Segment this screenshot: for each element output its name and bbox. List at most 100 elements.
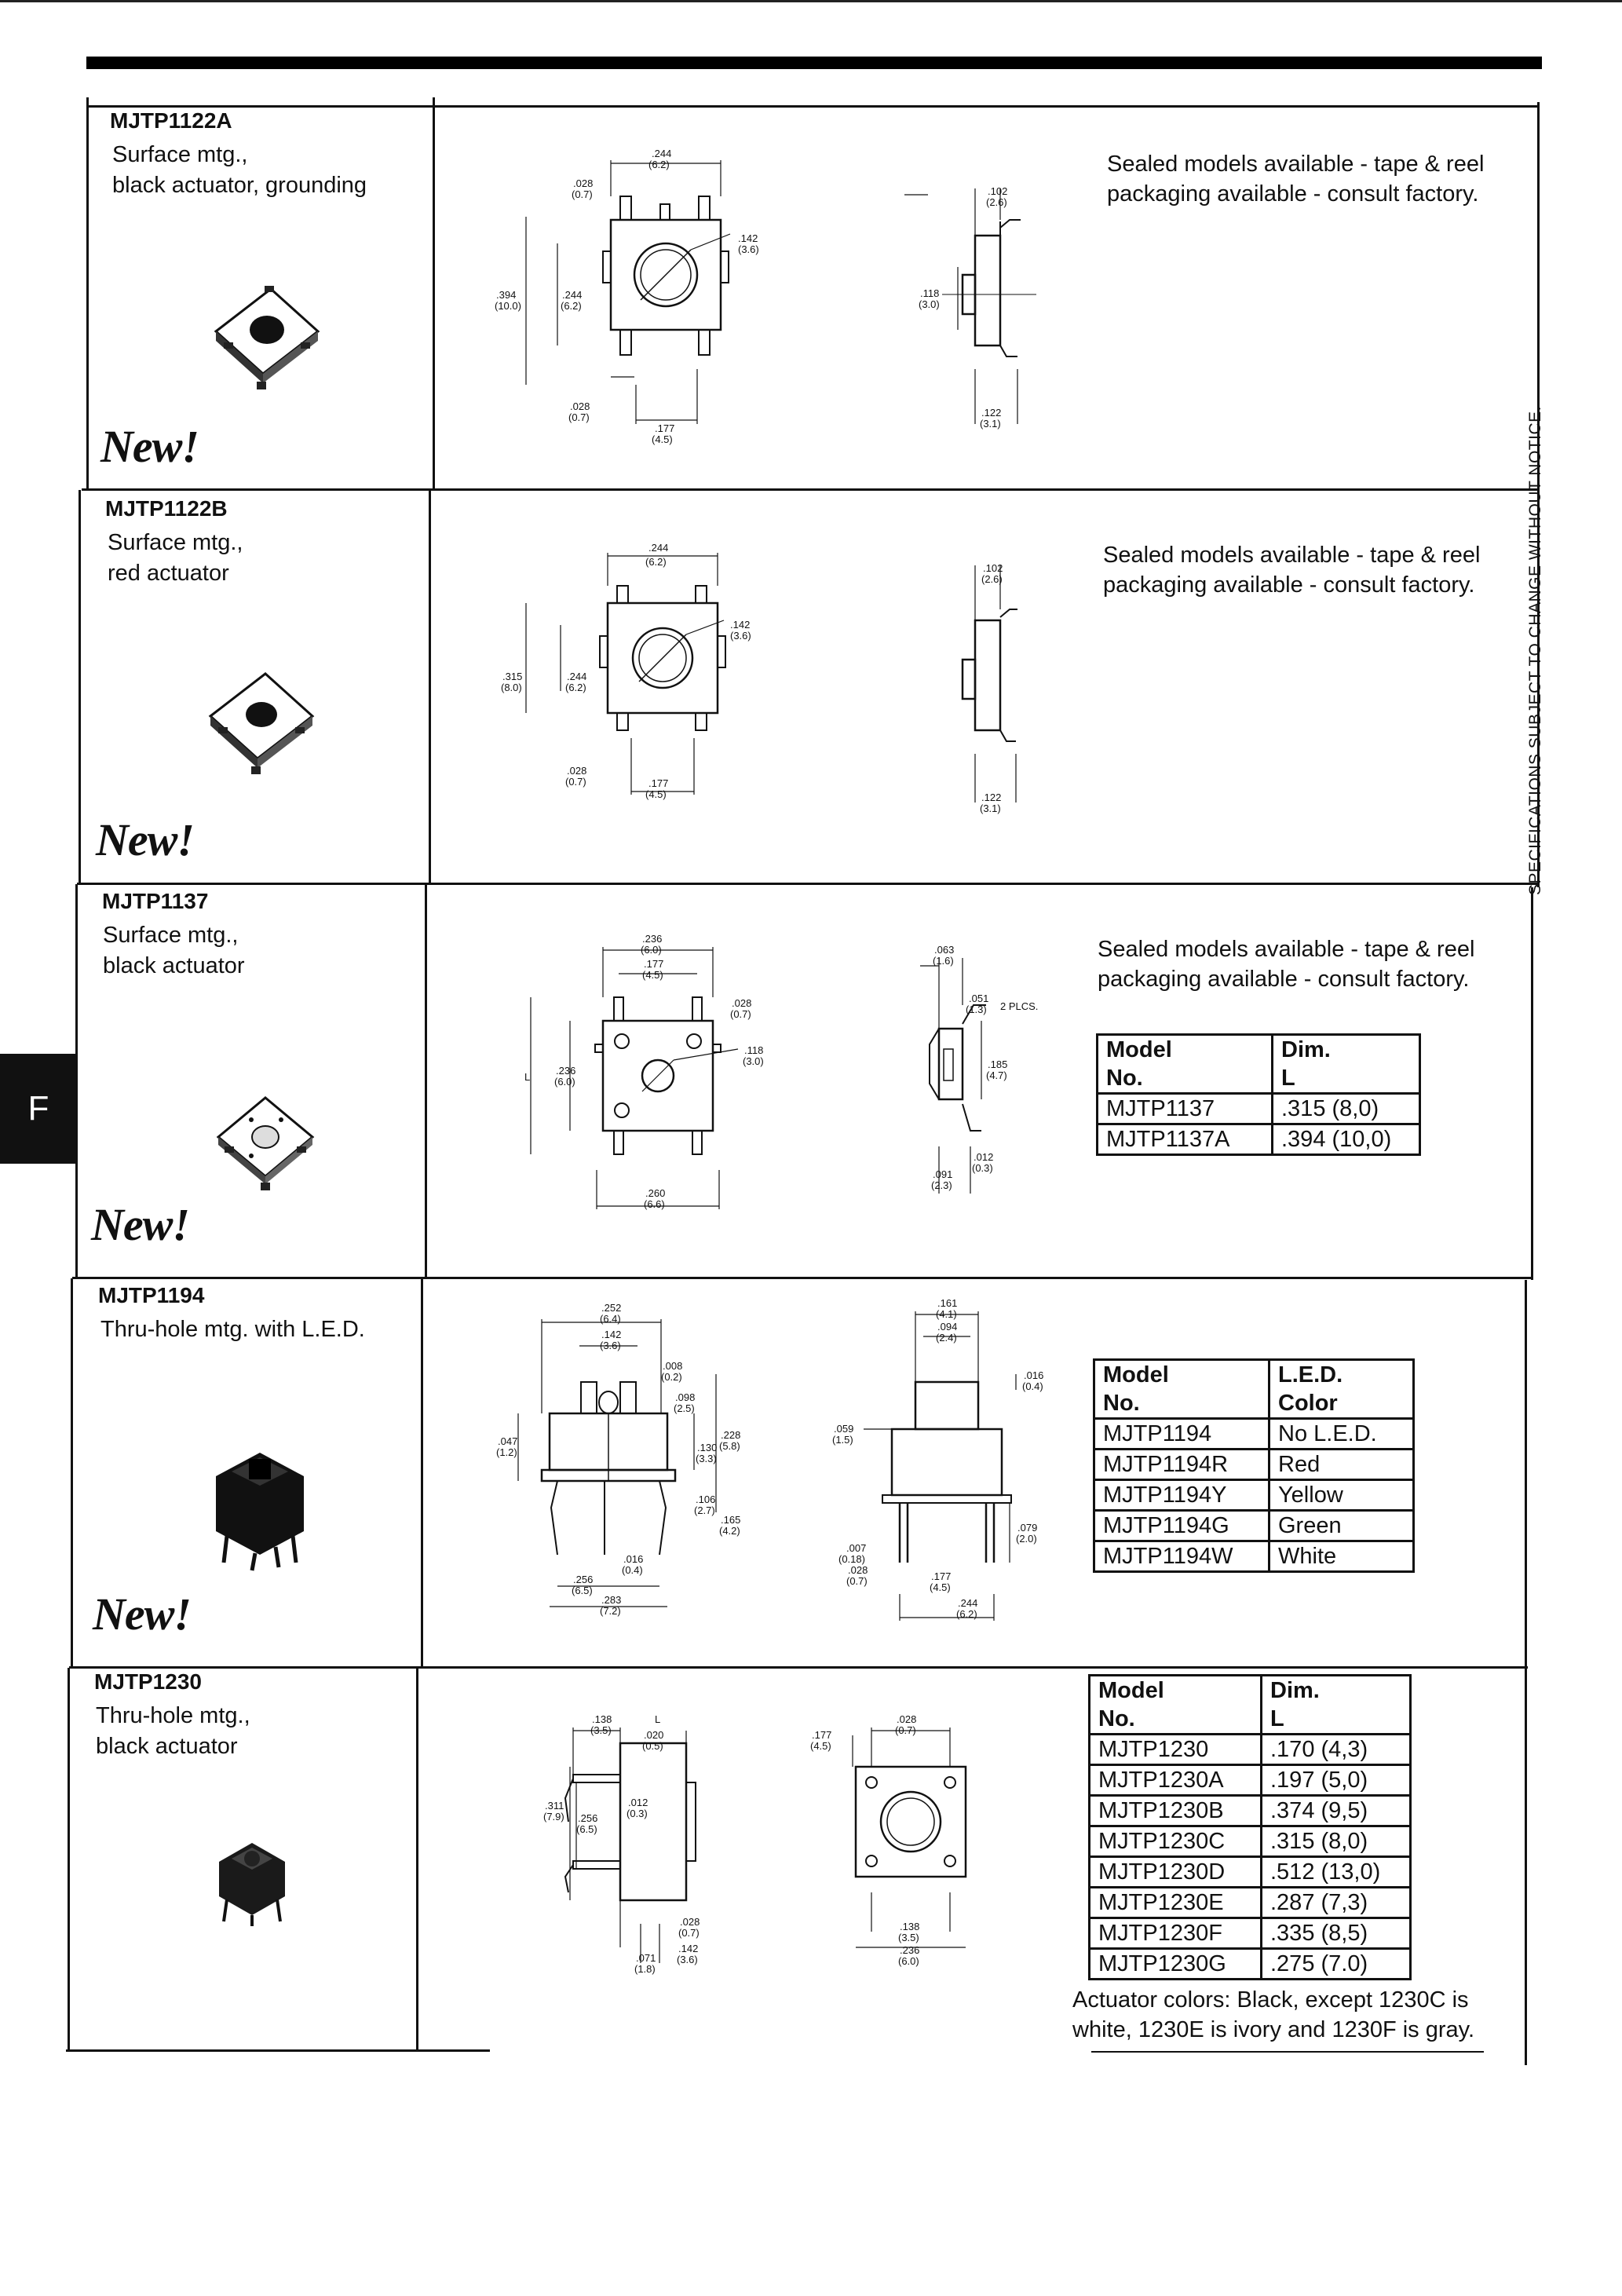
dim-label: .102: [983, 562, 1003, 574]
dim-label: (6.0): [898, 1955, 919, 1967]
dim-label: .161: [937, 1297, 957, 1309]
table-cell: .394 (10,0): [1271, 1123, 1421, 1156]
table-cell: MJTP1194Y: [1093, 1479, 1270, 1512]
new-badge: New!: [93, 1589, 192, 1640]
description-line: Thru-hole mtg. with L.E.D.: [100, 1317, 365, 1342]
description-line: Surface mtg.,: [103, 923, 239, 948]
dim-label: (1.5): [832, 1434, 853, 1446]
side-view-drawing: .063 (1.6) .051 (1.3) 2 PLCS. .185 (4.7)…: [920, 944, 1038, 1194]
dim-label: (0.7): [846, 1575, 868, 1587]
dim-label: (6.6): [644, 1198, 665, 1210]
table-row: MJTP1230 .170 (4,3): [1088, 1733, 1412, 1766]
dim-label: (4.5): [930, 1581, 951, 1593]
table-cell: White: [1268, 1540, 1415, 1573]
dim-label: .020: [644, 1729, 663, 1741]
dim-label: .012: [628, 1797, 648, 1808]
dim-label: (0.7): [678, 1927, 700, 1939]
description-line: black actuator, grounding: [112, 173, 367, 198]
model-number: MJTP1137: [102, 889, 209, 913]
dim-label: (4.5): [642, 969, 663, 981]
sealed-note: Sealed models available - tape & reel pa…: [1107, 149, 1484, 209]
dim-label: .130: [697, 1442, 717, 1453]
dim-label: .091: [933, 1168, 952, 1180]
dim-label: (3.0): [743, 1055, 764, 1067]
dim-label: (2.7): [694, 1504, 715, 1516]
dim-label: .283: [601, 1594, 621, 1606]
section-tab: F: [0, 1054, 77, 1164]
switch-photo: [216, 1453, 304, 1571]
grid-vline-mid: [416, 1668, 418, 2051]
dim-label: .094: [937, 1321, 957, 1333]
dim-label: (0.4): [1022, 1380, 1043, 1392]
side-view-drawing: .252 (6.4) .142 (3.6) .008 (0.2) .098 (2…: [496, 1302, 740, 1617]
table-cell: .512 (13,0): [1260, 1855, 1412, 1888]
table-header-cell: L.E.D.Color: [1268, 1358, 1415, 1420]
dim-label: (0.3): [627, 1808, 648, 1819]
dim-label: (2.4): [936, 1332, 957, 1344]
dim-label: .138: [900, 1921, 919, 1932]
dim-label: .028: [680, 1916, 700, 1928]
model-description: Surface mtg., black actuator: [103, 920, 245, 982]
dim-label: .142: [730, 619, 750, 631]
dim-label: (6.5): [572, 1585, 593, 1596]
dim-label: (4.5): [810, 1740, 831, 1752]
dim-label: (3.3): [696, 1453, 717, 1464]
table-row: MJTP1230G .275 (7.0): [1088, 1947, 1412, 1980]
dim-label: (2.6): [981, 573, 1003, 585]
dim-label: (3.0): [919, 298, 940, 310]
dim-label: .142: [738, 232, 758, 244]
dim-label: (0.7): [895, 1724, 916, 1736]
dim-label: .236: [642, 933, 662, 945]
model-description: Thru-hole mtg. with L.E.D.: [100, 1314, 365, 1345]
grid-vline-left: [79, 490, 81, 884]
side-view-drawing: .138 (3.5) L .020 (0.5) .311 (7.9) .256 …: [543, 1713, 700, 1975]
dim-label: .394: [496, 289, 516, 301]
footnote-line: white, 1230E is ivory and 1230F is gray.: [1072, 2017, 1475, 2042]
dim-label: .028: [570, 400, 590, 412]
dim-label: (7.9): [543, 1811, 564, 1823]
dim-label: 2 PLCS.: [1000, 1000, 1038, 1012]
model-number: MJTP1230: [94, 1669, 202, 1694]
dim-label: .102: [988, 185, 1007, 197]
dim-label: .256: [573, 1574, 593, 1585]
dim-label: .106: [696, 1493, 715, 1505]
dim-label: .165: [721, 1514, 740, 1526]
dim-label: (0.3): [972, 1162, 993, 1174]
new-badge: New!: [100, 421, 199, 472]
dim-label: .311: [545, 1800, 564, 1812]
dim-label: (8.0): [501, 682, 522, 693]
dim-label: (6.2): [648, 159, 670, 170]
dim-label: (2.0): [1016, 1533, 1037, 1545]
table-row: MJTP1230A .197 (5,0): [1088, 1764, 1412, 1797]
note-line: Sealed models available - tape & reel: [1098, 937, 1475, 962]
dim-label: .244: [958, 1597, 977, 1609]
model-description: Surface mtg., red actuator: [108, 528, 243, 589]
sealed-note: Sealed models available - tape & reel pa…: [1103, 540, 1480, 600]
side-view-drawing: .102 (2.6) .122 (3.1): [961, 562, 1017, 814]
dim-label: (10.0): [495, 300, 521, 312]
dim-label: .008: [663, 1360, 682, 1372]
table-cell: MJTP1194W: [1093, 1540, 1270, 1573]
table-row: MJTP1194Y Yellow: [1093, 1479, 1415, 1512]
dim-label: (3.6): [738, 243, 759, 255]
top-view-drawing: .236 (6.0) .177 (4.5) .028 (0.7) .118 (3…: [524, 933, 764, 1210]
grid-hline: [72, 1277, 1532, 1279]
dim-label: (1.2): [496, 1446, 517, 1458]
dim-label: (3.6): [600, 1340, 621, 1351]
table-cell: .197 (5,0): [1260, 1764, 1412, 1797]
actuator-color-footnote: Actuator colors: Black, except 1230C is …: [1072, 1985, 1474, 2045]
grid-hline: [77, 883, 1537, 885]
dim-label: .256: [578, 1812, 597, 1824]
grid-hline: [86, 105, 1539, 108]
dim-label: .028: [567, 765, 586, 777]
dim-label: .177: [931, 1570, 951, 1582]
dim-label: (1.3): [966, 1004, 987, 1015]
dim-label: (4.5): [652, 433, 673, 445]
top-view-drawing: .244 (6.2) .028 (0.7) .142 (3.6) .394 (1…: [495, 148, 759, 445]
dim-label: (2.3): [931, 1179, 952, 1191]
table-cell: .170 (4,3): [1260, 1733, 1412, 1766]
